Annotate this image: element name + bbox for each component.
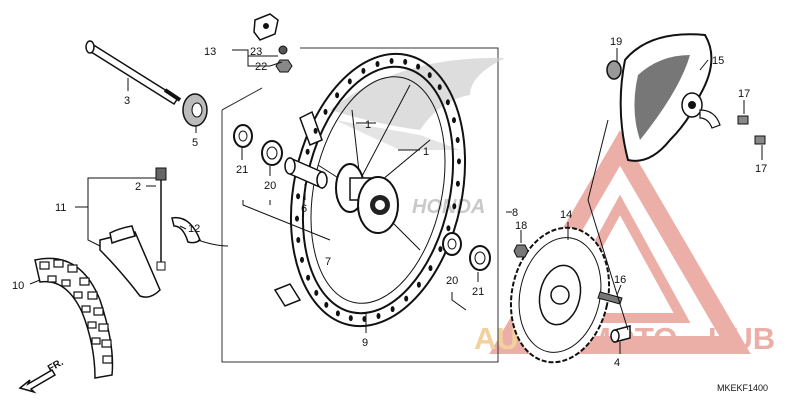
callout-11: 11: [55, 202, 66, 214]
spoke-hole: [455, 137, 460, 143]
spoke-hole: [457, 158, 461, 165]
diagram-code: MKEKF1400: [717, 383, 768, 393]
spoke-hole: [376, 313, 381, 319]
spoke-hole: [335, 92, 340, 99]
callout-14: 14: [560, 209, 572, 221]
side-collar: [606, 60, 622, 80]
spoke-hole: [452, 117, 456, 124]
spoke-hole: [347, 78, 352, 85]
spoke-hole: [306, 274, 311, 281]
spoke-hole: [375, 61, 380, 67]
spoke-hole: [404, 295, 409, 302]
rim-lock-assembly: [253, 13, 293, 73]
spoke-hole: [390, 306, 395, 313]
spoke-hole: [403, 58, 408, 65]
callout-15: 15: [712, 55, 724, 67]
spoke-hole: [437, 84, 442, 91]
inner-tube: [99, 231, 161, 298]
spoke-hole: [300, 256, 304, 263]
callout-2: 2: [135, 181, 141, 193]
left-bearing-20: [261, 140, 283, 166]
spoke-hole: [323, 108, 328, 115]
callout-22: 22: [255, 61, 267, 73]
right-bearing-21: [469, 245, 491, 271]
callout-4: 4: [614, 357, 620, 369]
front-direction-arrow: FR.: [18, 357, 66, 394]
callout-5: 5: [192, 137, 198, 149]
spoke-hole: [314, 289, 319, 296]
callout-16: 16: [614, 274, 626, 286]
wheel-hub: [335, 163, 399, 234]
rim-band: [171, 216, 201, 244]
axle-collar: [182, 93, 208, 127]
distance-collar: [284, 156, 328, 190]
right-side-collar: [610, 325, 631, 343]
callout-3: 3: [124, 95, 130, 107]
callout-12: 12: [188, 223, 200, 235]
spoke-hole: [416, 281, 421, 288]
callout-10: 10: [12, 280, 24, 292]
spoke-hole: [446, 225, 451, 232]
assembly-frame: [221, 47, 499, 363]
spoke-hole: [348, 315, 353, 322]
spoke-hole: [438, 246, 443, 253]
callout-17a: 17: [738, 88, 750, 100]
callout-18: 18: [515, 220, 527, 232]
spoke-hole: [452, 203, 457, 210]
left-bearing-21: [233, 124, 253, 148]
spoke-hole: [305, 148, 310, 155]
spoke-hole: [362, 316, 367, 322]
callout-1b: 1: [423, 146, 429, 158]
callouts: 1 1 2 3 4 5 6 7 8 9 10 11 12 13 14 15 16…: [12, 36, 767, 369]
valve-cap: [155, 167, 167, 271]
tire: [34, 257, 114, 379]
callout-1a: 1: [365, 119, 371, 131]
spoke-hole: [296, 237, 301, 243]
spoke-hole: [324, 301, 329, 308]
callout-21a: 21: [236, 164, 248, 176]
spoke-hole: [455, 180, 460, 187]
callout-9: 9: [362, 337, 368, 349]
callout-7: 7: [325, 256, 331, 268]
disc-guard: [619, 33, 721, 162]
callout-17b: 17: [755, 163, 767, 175]
spoke-hole: [445, 99, 450, 106]
watermark-text-hub: HUB: [708, 321, 775, 356]
spoke-hole: [296, 193, 301, 200]
leader-lines: [29, 48, 763, 354]
spoke-hole: [313, 127, 318, 134]
callout-21b: 21: [472, 286, 484, 298]
callout-20a: 20: [264, 180, 276, 192]
spoke-hole: [335, 310, 340, 317]
spoke-hole: [389, 58, 394, 64]
callout-8: 8: [512, 207, 518, 219]
disc-nut: [513, 244, 529, 258]
rim-cutaway: [299, 110, 323, 146]
direction-label: FR.: [46, 357, 66, 375]
guard-bolts: [737, 115, 766, 145]
honda-wing-decal: HONDA: [330, 57, 505, 218]
front-axle: [85, 40, 182, 106]
spoke-hole: [295, 215, 299, 222]
spoke-hole: [361, 67, 366, 74]
right-bearing-20: [442, 232, 462, 256]
brake-disc: [509, 226, 611, 364]
callout-20b: 20: [446, 275, 458, 287]
spoke-hole: [428, 265, 433, 272]
callout-13: 13: [204, 46, 216, 58]
callout-6: 6: [301, 203, 307, 215]
callout-23: 23: [250, 46, 262, 58]
spoke-hole: [427, 72, 432, 79]
spoke-hole: [416, 63, 421, 70]
callout-19: 19: [610, 36, 622, 48]
